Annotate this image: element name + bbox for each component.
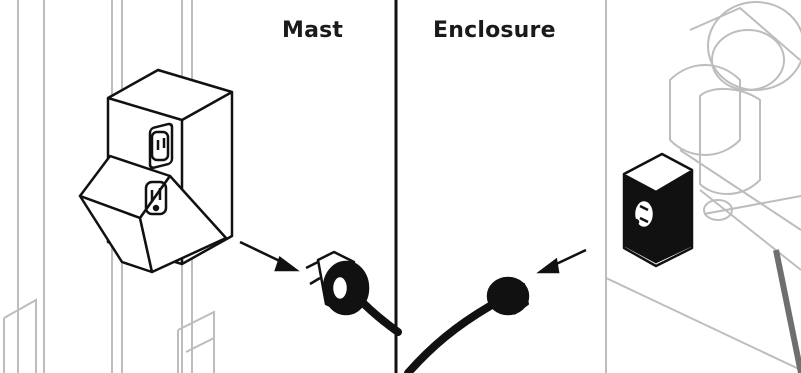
power-outlet-icon [78, 68, 234, 274]
power-plug-icon [305, 250, 402, 336]
enclosure-label: Enclosure [433, 18, 556, 43]
arrow-to-plug [239, 240, 300, 272]
cable-connector-icon [404, 276, 530, 373]
inlet-socket-icon [622, 152, 694, 268]
mast-label: Mast [282, 18, 344, 43]
enclosure-structure [605, 0, 801, 373]
arrow-to-connector [536, 248, 587, 274]
enclosure-rail [773, 249, 801, 373]
